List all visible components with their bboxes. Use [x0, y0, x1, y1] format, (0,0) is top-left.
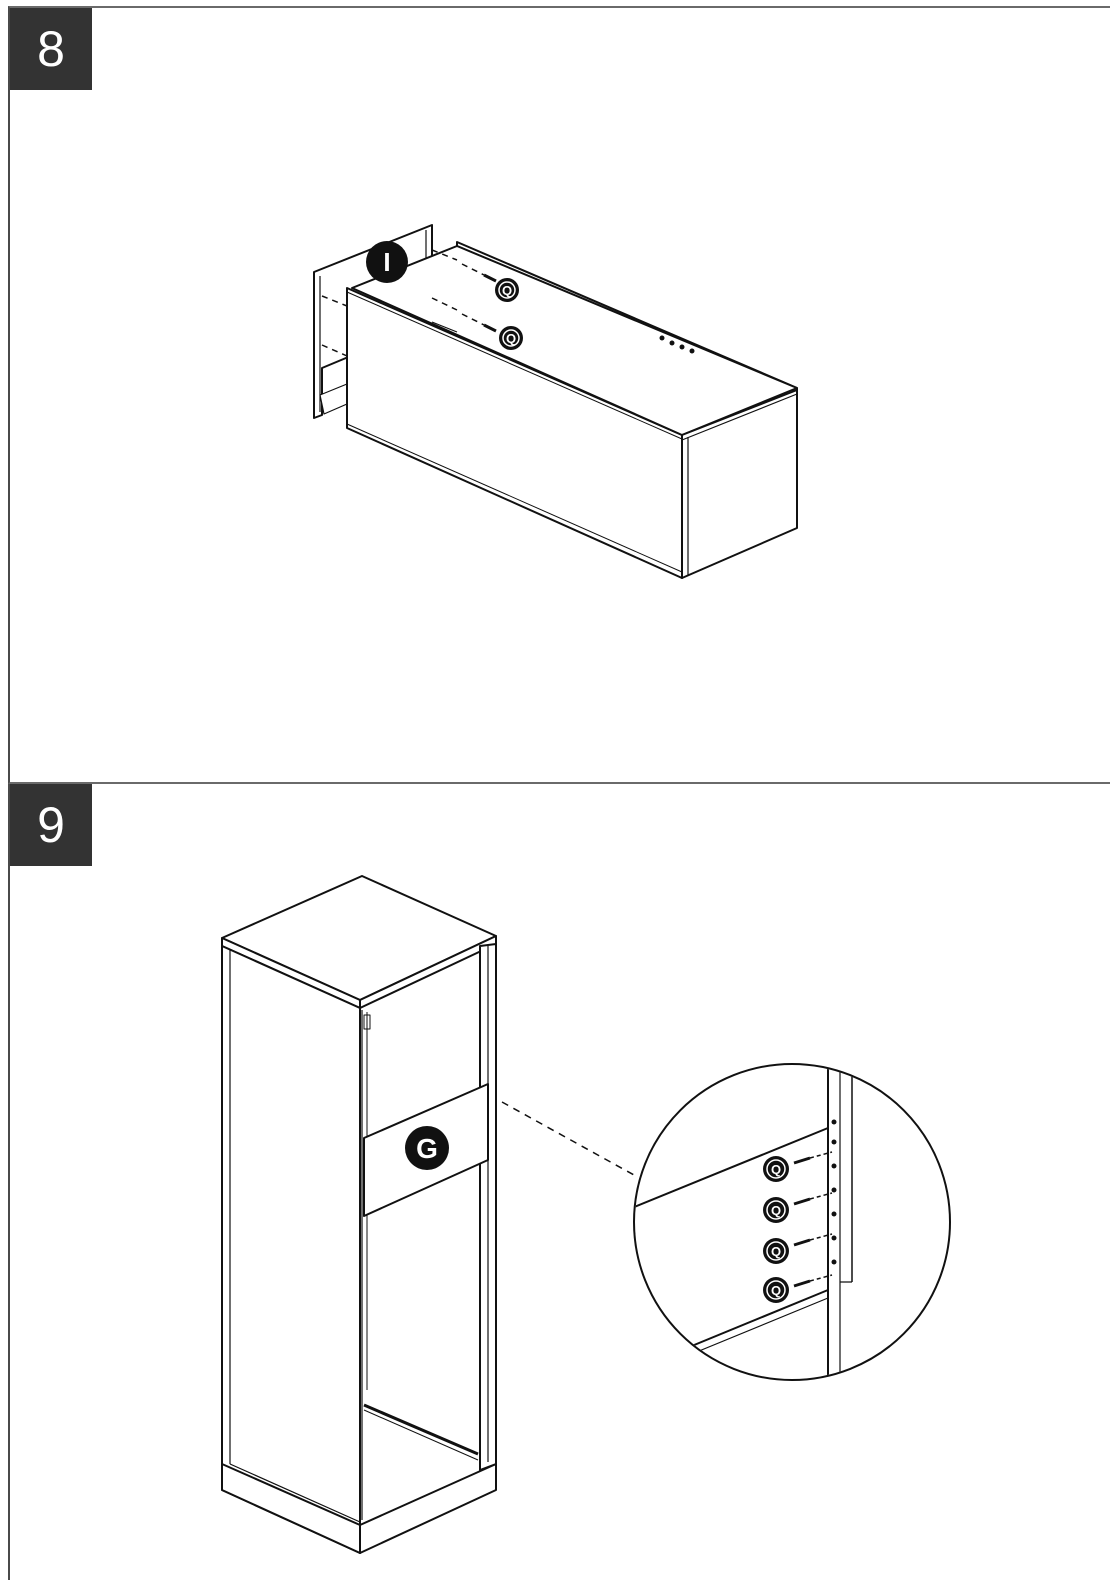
cabinet-bottom: [359, 1463, 497, 1554]
svg-text:Q: Q: [506, 331, 516, 346]
part-label-g: G: [405, 1126, 449, 1170]
svg-text:Q: Q: [771, 1283, 781, 1298]
svg-text:Q: Q: [771, 1203, 781, 1218]
screw-icon: [793, 1151, 833, 1288]
svg-text:Q: Q: [502, 283, 512, 298]
detail-zoom-circle: [633, 1063, 951, 1381]
svg-text:I: I: [383, 247, 390, 277]
top-panel: [351, 245, 798, 436]
step-number-badge: 8: [10, 8, 92, 90]
part-label-i: I: [366, 241, 408, 283]
hardware-label-q: Q: [763, 1238, 789, 1264]
step-8-diagram: I Q Q: [313, 224, 798, 579]
screw-icon: [483, 273, 497, 333]
svg-text:G: G: [416, 1133, 438, 1164]
hardware-label-q: Q: [499, 326, 523, 350]
cabinet-left-side: [221, 945, 361, 1554]
hardware-label-q: Q: [495, 278, 519, 302]
hardware-label-q: Q: [763, 1277, 789, 1303]
svg-text:Q: Q: [771, 1244, 781, 1259]
step-9-panel: 9: [8, 784, 1110, 1580]
step-9-diagram: G Q Q Q Q: [221, 875, 951, 1554]
end-panel: [681, 389, 798, 579]
hardware-label-q: Q: [763, 1197, 789, 1223]
step-8-panel: 8: [8, 6, 1110, 784]
step-number-badge: 9: [10, 784, 92, 866]
svg-text:Q: Q: [771, 1162, 781, 1177]
hardware-label-q: Q: [763, 1156, 789, 1182]
